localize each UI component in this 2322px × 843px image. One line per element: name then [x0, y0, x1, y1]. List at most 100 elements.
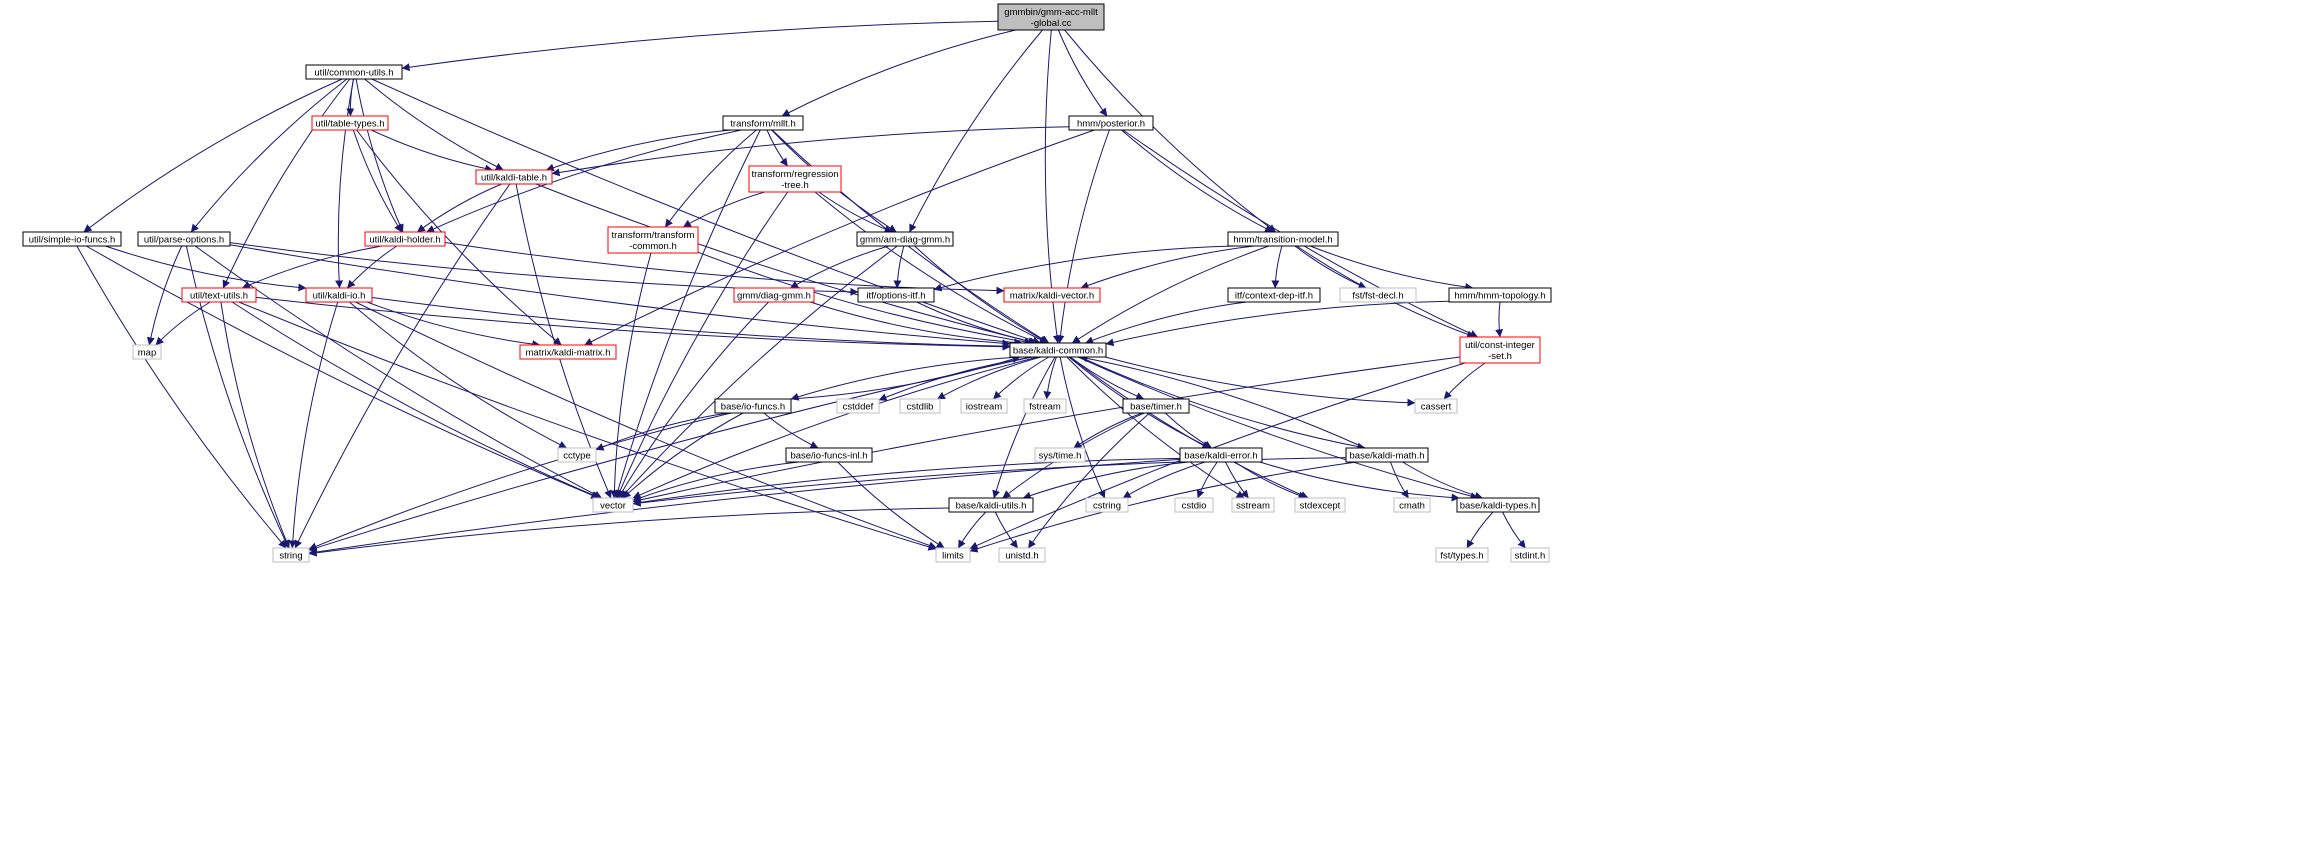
node-kaldi-error[interactable]: base/kaldi-error.h: [1179, 447, 1263, 463]
node-stdexcept: stdexcept: [1294, 497, 1346, 513]
node-box: [1034, 447, 1086, 463]
node-mllt[interactable]: transform/mllt.h: [722, 115, 804, 131]
node-const-integer-set[interactable]: util/const-integer-set.h: [1459, 336, 1541, 364]
edge-transform_common-to-vector: [610, 252, 652, 499]
node-text-utils[interactable]: util/text-utils.h: [181, 287, 257, 303]
edge-regression_tree-to-transform_common: [682, 191, 765, 228]
node-regression-tree[interactable]: transform/regression-tree.h: [748, 165, 842, 193]
node-common-utils[interactable]: util/common-utils.h: [305, 64, 403, 80]
edge-kaldi_math-to-kaldi_types: [1402, 461, 1483, 500]
node-box: [748, 165, 842, 193]
edge-mllt-to-regression_tree: [766, 129, 789, 167]
nodes-layer: gmmbin/gmm-acc-mllt-global.cc util/common…: [22, 3, 1552, 563]
node-box: [1345, 447, 1429, 463]
edge-transition_model-to-kaldi_common: [1071, 245, 1269, 344]
node-label: transform/mllt.h: [730, 119, 795, 130]
node-box: [714, 398, 792, 414]
node-simple-io[interactable]: util/simple-io-funcs.h: [22, 231, 122, 247]
node-label: base/io-funcs.h: [721, 402, 785, 413]
node-iostream: iostream: [960, 398, 1008, 414]
edge-kaldi_utils-to-string: [308, 507, 950, 557]
edge-kaldi_io-to-limits: [355, 301, 937, 550]
node-box: [857, 287, 935, 303]
node-box: [1510, 547, 1550, 563]
node-label: unistd.h: [1005, 551, 1038, 562]
node-transform-common[interactable]: transform/transform-common.h: [607, 226, 699, 254]
edge-kaldi_holder-to-kaldi_io: [346, 245, 398, 289]
node-cstdlib: cstdlib: [899, 398, 941, 414]
node-box: [998, 547, 1046, 563]
node-transition-model[interactable]: hmm/transition-model.h: [1227, 231, 1339, 247]
node-label: base/kaldi-utils.h: [956, 501, 1027, 512]
edge-am_diag_gmm-to-kaldi_common: [914, 245, 1049, 344]
node-kaldi-utils[interactable]: base/kaldi-utils.h: [948, 497, 1034, 513]
edge-common_utils-to-kaldi_common: [371, 78, 1041, 345]
edge-kaldi_common-to-kaldi_types: [1077, 356, 1479, 500]
node-kaldi-matrix[interactable]: matrix/kaldi-matrix.h: [519, 344, 617, 360]
node-kaldi-math[interactable]: base/kaldi-math.h: [1345, 447, 1429, 463]
node-kaldi-holder[interactable]: util/kaldi-holder.h: [364, 231, 446, 247]
edge-table_types-to-kaldi_holder: [352, 129, 403, 233]
node-label: cstdlib: [907, 402, 934, 413]
edge-io_funcs-to-string: [308, 412, 732, 550]
node-parse-options[interactable]: util/parse-options.h: [137, 231, 231, 247]
edge-transition_model-to-hmm_topology: [1309, 245, 1474, 291]
node-cctype: cctype: [557, 447, 597, 463]
edge-root-to-common_utils: [401, 20, 999, 72]
node-root[interactable]: gmmbin/gmm-acc-mllt-global.cc: [997, 3, 1105, 31]
node-timer[interactable]: base/timer.h: [1122, 398, 1190, 414]
node-table-types[interactable]: util/table-types.h: [311, 115, 389, 131]
node-label: gmmbin/gmm-acc-mllt: [1004, 7, 1098, 18]
node-cstring: cstring: [1085, 497, 1129, 513]
node-am-diag-gmm[interactable]: gmm/am-diag-gmm.h: [856, 231, 954, 247]
node-io-funcs[interactable]: base/io-funcs.h: [714, 398, 792, 414]
edge-regression_tree-to-kaldi_common: [814, 191, 1048, 344]
node-label: -tree.h: [781, 180, 808, 191]
node-box: [592, 497, 634, 513]
node-box: [997, 3, 1105, 31]
node-io-funcs-inl[interactable]: base/io-funcs-inl.h: [785, 447, 873, 463]
node-box: [311, 115, 389, 131]
edge-hmm_topology-to-const_integer_set: [1495, 301, 1504, 338]
node-label: -common.h: [629, 241, 677, 252]
node-box: [1448, 287, 1552, 303]
node-kaldi-common[interactable]: base/kaldi-common.h: [1009, 342, 1107, 358]
node-vector: vector: [592, 497, 634, 513]
edge-am_diag_gmm-to-diag_gmm: [790, 245, 889, 289]
edge-diag_gmm-to-kaldi_common: [809, 301, 1023, 347]
node-kaldi-vector[interactable]: matrix/kaldi-vector.h: [1003, 287, 1101, 303]
node-box: [1435, 547, 1489, 563]
node-label: util/const-integer: [1465, 340, 1535, 351]
edge-timer-to-sys_time: [1073, 412, 1143, 449]
node-context-dep-itf[interactable]: itf/context-dep-itf.h: [1227, 287, 1321, 303]
edge-simple_io-to-string: [76, 245, 287, 549]
node-kaldi-types[interactable]: base/kaldi-types.h: [1456, 497, 1540, 513]
node-box: [899, 398, 941, 414]
edge-kaldi_common-to-kaldi_utils: [992, 356, 1056, 499]
node-posterior[interactable]: hmm/posterior.h: [1068, 115, 1154, 131]
edge-kaldi_error-to-vector: [632, 457, 1181, 507]
edge-am_diag_gmm-to-options_itf: [893, 245, 905, 289]
edge-kaldi_math-to-limits: [969, 461, 1357, 553]
edge-mllt-to-kaldi_table: [545, 129, 731, 172]
node-label: hmm/transition-model.h: [1233, 235, 1332, 246]
node-diag-gmm[interactable]: gmm/diag-gmm.h: [733, 287, 815, 303]
node-box: [1179, 447, 1263, 463]
node-box: [960, 398, 1008, 414]
node-label: stdexcept: [1300, 501, 1341, 512]
node-box: [305, 64, 403, 80]
edge-kaldi_common-to-io_funcs: [790, 356, 1020, 401]
node-options-itf[interactable]: itf/options-itf.h: [857, 287, 935, 303]
edge-parse_options-to-string: [185, 245, 290, 549]
edge-io_funcs-to-kaldi_common: [790, 355, 1021, 400]
node-box: [137, 231, 231, 247]
node-kaldi-io[interactable]: util/kaldi-io.h: [305, 287, 373, 303]
edge-kaldi_types-to-fst_types: [1466, 511, 1494, 549]
node-label: util/parse-options.h: [144, 235, 224, 246]
node-hmm-topology[interactable]: hmm/hmm-topology.h: [1448, 287, 1552, 303]
edge-am_diag_gmm-to-vector: [620, 245, 898, 499]
include-dependency-graph: gmmbin/gmm-acc-mllt-global.cc util/common…: [22, 3, 1552, 563]
node-label: util/kaldi-table.h: [481, 173, 547, 184]
edge-kaldi_table-to-string: [294, 183, 511, 549]
node-kaldi-table[interactable]: util/kaldi-table.h: [475, 169, 553, 185]
